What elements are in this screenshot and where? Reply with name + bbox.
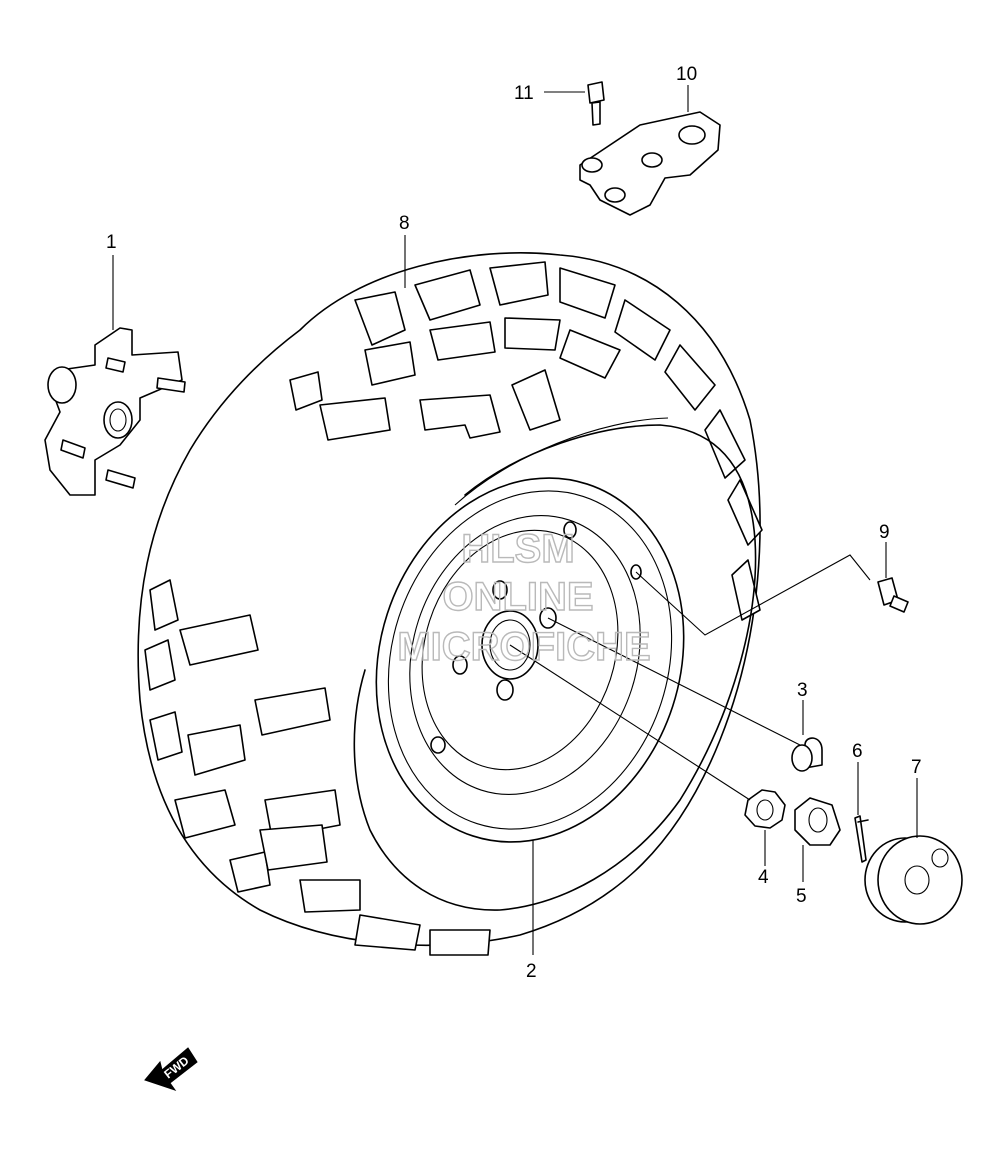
callout-8: 8: [399, 213, 410, 234]
callout-1: 1: [106, 232, 117, 253]
flange-bolt: [587, 81, 605, 126]
watermark-line-3: MICROFICHE: [397, 625, 650, 669]
callout-5: 5: [796, 886, 807, 907]
watermark-line-1: HLSM: [461, 527, 574, 571]
callout-6: 6: [852, 741, 863, 762]
wheel-hub: [44, 327, 186, 496]
callout-2: 2: [526, 961, 537, 982]
rim: [375, 477, 685, 843]
valve: [877, 577, 909, 613]
callout-4: 4: [758, 867, 769, 888]
cotter-pin: [854, 815, 869, 863]
bracket: [579, 111, 721, 216]
callouts: 1 2 3 4 5 6 7 8 9 10 11: [106, 64, 922, 982]
callout-11: 11: [514, 83, 534, 104]
cap-nut: [791, 737, 823, 772]
watermark: HLSM ONLINE MICROFICHE: [397, 526, 652, 669]
lock-washer: [744, 789, 786, 829]
callout-7: 7: [911, 757, 922, 778]
fwd-arrow-icon: FWD: [144, 1047, 198, 1091]
castle-nut: [794, 797, 841, 846]
leader-lines: [112, 85, 918, 955]
callout-3: 3: [797, 680, 808, 701]
callout-9: 9: [879, 522, 890, 543]
hub-cap: [864, 835, 963, 925]
watermark-line-2: ONLINE: [442, 575, 593, 619]
callout-10: 10: [676, 64, 697, 85]
